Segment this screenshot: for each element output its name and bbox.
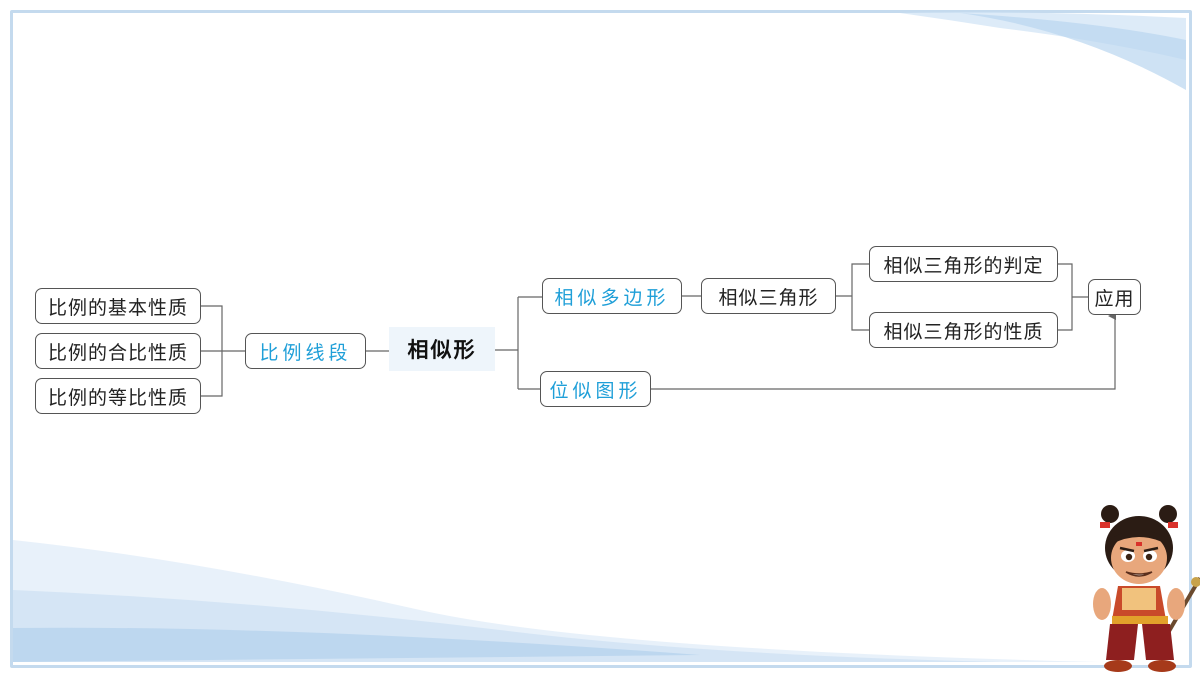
node-root-similar-figures: 相似形 (389, 327, 495, 371)
node-homothetic-figures: 位似图形 (540, 371, 651, 407)
connector-left-fork (201, 305, 245, 397)
node-similar-polygons: 相似多边形 (542, 278, 682, 314)
node-ratio-addition-property: 比例的合比性质 (35, 333, 201, 369)
connector-to-application (1058, 263, 1088, 331)
connector-homothety-application (651, 312, 1116, 390)
node-ratio-basic-property: 比例的基本性质 (35, 288, 201, 324)
cartoon-boy-mascot-icon (1093, 505, 1200, 672)
connector-triangle-fork (836, 263, 869, 331)
connector-root-fork (495, 296, 542, 390)
node-ratio-equal-property: 比例的等比性质 (35, 378, 201, 414)
node-application: 应用 (1088, 279, 1141, 315)
node-triangle-determination: 相似三角形的判定 (869, 246, 1058, 282)
node-similar-triangles: 相似三角形 (701, 278, 836, 314)
node-proportional-segments: 比例线段 (245, 333, 366, 369)
node-triangle-properties: 相似三角形的性质 (869, 312, 1058, 348)
